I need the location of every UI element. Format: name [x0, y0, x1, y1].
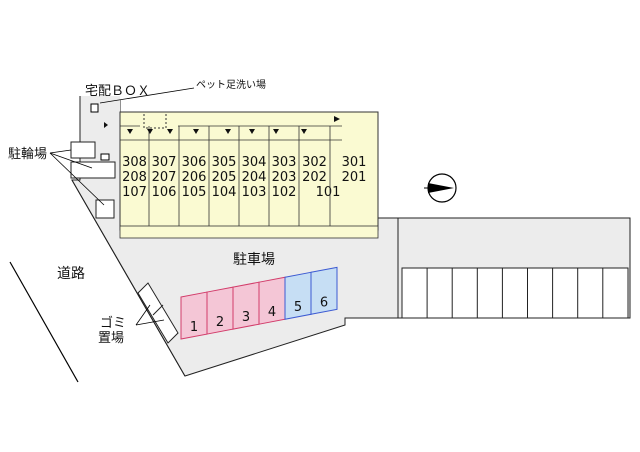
garbage-leader-2 — [135, 319, 165, 326]
room-number: 107 — [122, 185, 147, 200]
entry-arrow-icon — [193, 129, 199, 134]
parking-space-number: 6 — [320, 295, 328, 310]
room-number: 205 — [212, 170, 237, 185]
room-number: 306 — [182, 155, 207, 170]
entrance-strip — [80, 96, 120, 116]
entry-arrow-icon — [249, 129, 255, 134]
corridor-end-arrow — [334, 116, 340, 122]
bicycle-parking-3 — [95, 199, 115, 219]
room-number: 206 — [182, 170, 207, 185]
apartment-building — [119, 111, 379, 231]
parking-space-number: 5 — [294, 300, 302, 315]
dashed-area — [143, 111, 167, 129]
room-number: 304 — [242, 155, 267, 170]
garbage-divider — [152, 304, 164, 316]
room-number: 102 — [272, 185, 297, 200]
pet-wash-label: ペット足洗い場 — [196, 78, 266, 91]
room-number: 307 — [152, 155, 177, 170]
room-number: 207 — [152, 170, 177, 185]
bicycle-parking-2 — [70, 161, 116, 179]
room-number: 104 — [212, 185, 237, 200]
bicycle-parking-1 — [70, 141, 96, 159]
road-label: 道路 — [57, 266, 85, 282]
parking-space-number: 1 — [190, 320, 198, 335]
road-edge-left — [9, 261, 79, 383]
parking-space-number: 2 — [216, 315, 224, 330]
room-number: 302 — [302, 155, 327, 170]
parking-space — [310, 266, 338, 315]
delivery-box-label: 宅配ＢＯＸ — [85, 84, 150, 99]
bicycle-parking-label: 駐輪場 — [8, 146, 47, 162]
room-number: 305 — [212, 155, 237, 170]
entry-arrow-icon — [147, 129, 153, 134]
garbage-label-line1: ゴミ — [100, 315, 126, 331]
garbage-area — [137, 282, 179, 344]
room-number: 208 — [122, 170, 147, 185]
room-number: 204 — [242, 170, 267, 185]
bike-leader-2 — [49, 152, 93, 169]
room-number: 301 — [342, 155, 367, 170]
entry-arrow-icon — [127, 129, 133, 134]
room-number: 308 — [122, 155, 147, 170]
room-number: 106 — [152, 185, 177, 200]
parking-space-number: 3 — [242, 310, 250, 325]
room-number: 101 — [316, 185, 341, 200]
entry-arrow-icon — [301, 129, 307, 134]
annex-parking-row — [401, 267, 629, 319]
entrance-arrow — [104, 122, 108, 128]
delivery-box — [90, 103, 99, 113]
pet-wash-leader — [99, 87, 195, 104]
garbage-leader-1 — [135, 304, 151, 326]
room-number: 201 — [342, 170, 367, 185]
bike-leader-1 — [49, 149, 72, 154]
entry-arrow-icon — [225, 129, 231, 134]
room-number: 203 — [272, 170, 297, 185]
building-base — [119, 225, 379, 239]
entry-arrow-icon — [167, 129, 173, 134]
north-compass-icon — [424, 173, 457, 203]
parking-lot-label: 駐車場 — [233, 251, 275, 268]
pet-wash-box — [100, 153, 110, 161]
room-number: 303 — [272, 155, 297, 170]
garbage-label-line2: 置場 — [98, 331, 124, 346]
room-number: 202 — [302, 170, 327, 185]
entry-arrow-icon — [273, 129, 279, 134]
room-number: 105 — [182, 185, 207, 200]
bike-leader-3 — [49, 152, 105, 206]
room-number: 103 — [242, 185, 267, 200]
parking-space-number: 4 — [268, 305, 276, 320]
